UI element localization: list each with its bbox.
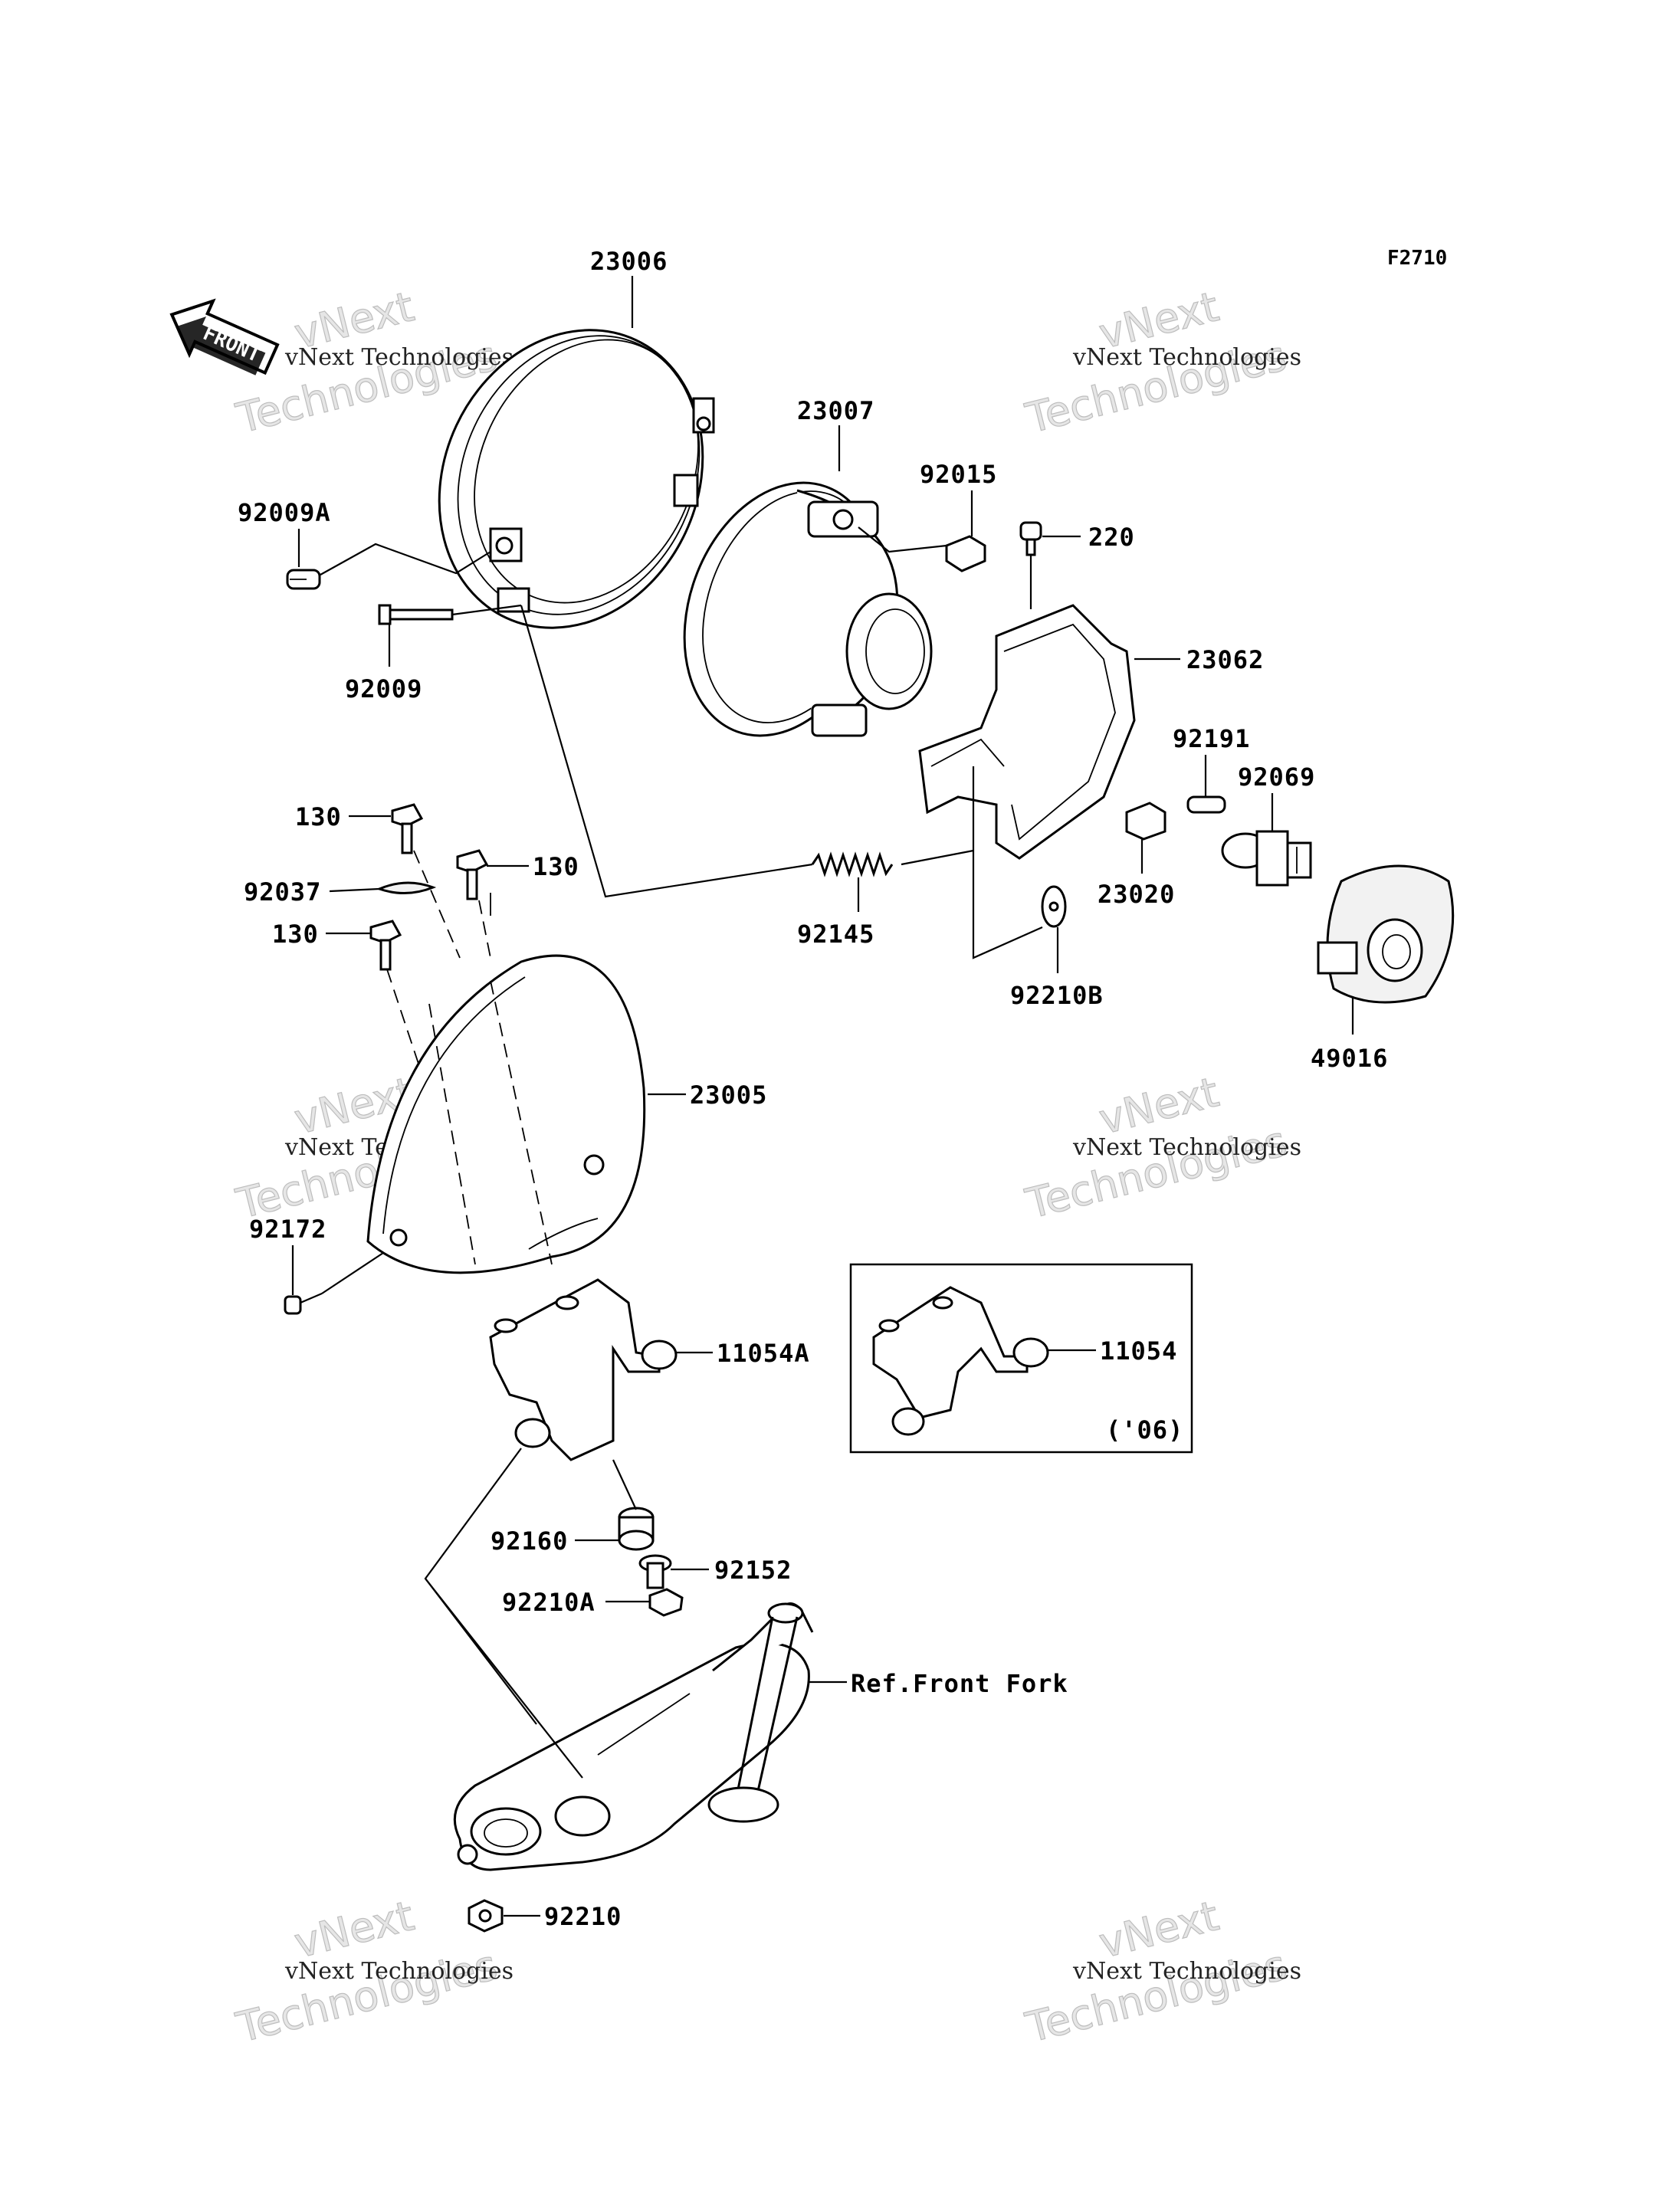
headlight-cover-23005 <box>366 954 646 1274</box>
label-11054A: 11054A <box>717 1339 810 1368</box>
bracket-11054A <box>489 1278 678 1461</box>
screw-92172 <box>284 1292 323 1315</box>
svg-text:vNext Technologies: vNext Technologies <box>1072 1958 1301 1985</box>
svg-text:vNext Technologies: vNext Technologies <box>284 1958 514 1985</box>
watermark-top-right: vNext Technologies vNext Technologies <box>1020 282 1301 444</box>
label-92145: 92145 <box>797 920 874 949</box>
label-130-right: 130 <box>533 852 579 881</box>
bolt-130-right <box>456 849 489 900</box>
label-92210: 92210 <box>544 1902 622 1931</box>
bulb-92069 <box>1221 830 1312 887</box>
label-92015: 92015 <box>920 460 997 489</box>
svg-text:vNext Technologies: vNext Technologies <box>1072 1134 1301 1161</box>
screw-92009 <box>378 604 454 625</box>
label-92210B: 92210B <box>1010 981 1104 1010</box>
bolt-130-top <box>391 803 424 854</box>
label-92009: 92009 <box>345 674 422 703</box>
watermark-bottom-right: vNext Technologies vNext Technologies <box>1020 1891 1301 2053</box>
label-92037: 92037 <box>244 877 321 907</box>
watermark-mid-right: vNext Technologies vNext Technologies <box>1020 1067 1301 1229</box>
figure-code: F2710 <box>1387 247 1447 270</box>
nut-92015 <box>945 535 986 572</box>
label-92069: 92069 <box>1238 762 1315 792</box>
front-arrow-icon: FRONT <box>169 298 280 375</box>
svg-text:vNext: vNext <box>290 1891 418 1967</box>
label-92191: 92191 <box>1173 724 1250 753</box>
svg-text:vNext Technologies: vNext Technologies <box>1072 344 1301 371</box>
label-130-top: 130 <box>295 802 342 831</box>
svg-text:vNext: vNext <box>1094 1891 1223 1967</box>
svg-text:vNext: vNext <box>1094 1067 1223 1143</box>
cap-49016 <box>1317 864 1455 1004</box>
bracket-23062 <box>918 604 1136 860</box>
label-92210A: 92210A <box>502 1588 596 1617</box>
label-23005: 23005 <box>690 1080 767 1110</box>
headlight-rim-23006 <box>438 329 715 629</box>
nut-92210 <box>468 1899 504 1933</box>
label-23020: 23020 <box>1098 880 1175 909</box>
variant-year-label: ('06) <box>1106 1415 1183 1444</box>
label-23006: 23006 <box>590 247 668 276</box>
label-130-left: 130 <box>272 920 319 949</box>
label-92152: 92152 <box>714 1556 792 1585</box>
label-220: 220 <box>1088 523 1135 552</box>
spring-92145 <box>811 851 894 877</box>
label-49016: 49016 <box>1311 1044 1388 1073</box>
label-ref-front-fork: Ref.Front Fork <box>851 1669 1068 1698</box>
pin-92191 <box>1186 795 1226 814</box>
screw-220 <box>1019 521 1042 556</box>
washer-92037 <box>376 881 437 895</box>
label-92009A: 92009A <box>238 498 331 527</box>
svg-text:vNext Technologies: vNext Technologies <box>284 344 514 371</box>
nut-92210B <box>1041 885 1067 928</box>
label-92160: 92160 <box>491 1526 568 1556</box>
label-92172: 92172 <box>249 1215 326 1244</box>
label-11054: 11054 <box>1100 1336 1177 1366</box>
clip-23020 <box>1125 802 1166 841</box>
nut-92210A <box>648 1588 684 1617</box>
collar-92152 <box>638 1554 672 1589</box>
bolt-130-left <box>369 920 402 971</box>
grommet-92160 <box>618 1507 655 1551</box>
screw-92009A <box>286 569 321 590</box>
label-23062: 23062 <box>1186 645 1264 674</box>
headlight-unit-23007 <box>683 481 933 737</box>
front-fork-clamp <box>453 1602 814 1871</box>
variant-box-06 <box>849 1263 1193 1454</box>
label-23007: 23007 <box>797 396 874 425</box>
